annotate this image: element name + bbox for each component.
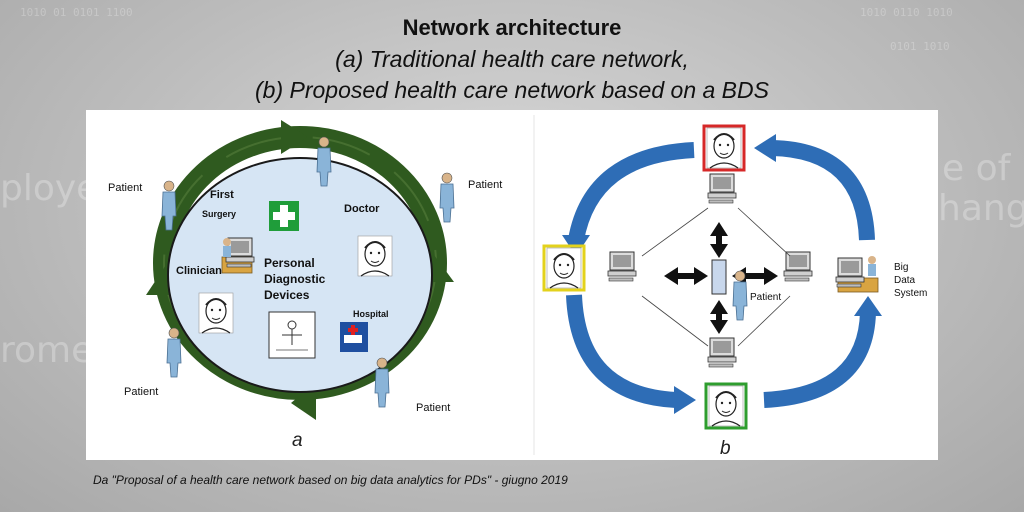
connector-line <box>737 207 791 257</box>
double-arrow <box>664 267 708 285</box>
patient-icon <box>439 172 455 223</box>
flow-arrow <box>568 142 695 242</box>
first-surgery-label: Surgery <box>202 209 236 219</box>
flow-arrow-head <box>674 386 696 414</box>
first-surgery-label: First <box>210 189 234 201</box>
patient-frame-green <box>704 382 748 430</box>
subtitle-a: (a) Traditional health care network, <box>335 46 689 72</box>
source-caption: Da "Proposal of a health care network ba… <box>93 473 568 487</box>
personal-devices-label: Diagnostic <box>264 272 326 286</box>
double-arrow <box>710 222 728 258</box>
computer-icon <box>707 337 737 368</box>
patient-portrait-icon <box>706 127 742 169</box>
background-word: ploye <box>0 168 99 209</box>
background-binary: 1010 01 0101 1100 <box>20 6 133 19</box>
big-data-label: System <box>894 288 927 299</box>
page-title: Network architecture <box>402 15 622 40</box>
hospital-icon <box>340 322 368 352</box>
doctor-portrait-icon <box>357 235 393 277</box>
patient-label: Patient <box>468 179 502 191</box>
ring-arrowhead <box>281 120 308 154</box>
flow-arrow <box>771 140 875 241</box>
clinician-portrait-icon <box>198 292 234 334</box>
patient-label: Patient <box>108 182 142 194</box>
patient-portrait-icon <box>708 385 744 427</box>
double-arrow <box>710 300 728 334</box>
personal-devices-label: Personal <box>264 256 315 270</box>
figure-panel: Patient Patient Patient Patient First Su… <box>86 110 938 460</box>
flow-arrow <box>763 311 876 408</box>
clinician-workstation-icon <box>221 237 255 274</box>
doctor-label: Doctor <box>344 203 380 215</box>
computer-icon <box>607 251 637 282</box>
background-word: hange <box>938 188 1024 229</box>
title-block: Network architecture (a) Traditional hea… <box>0 12 1024 106</box>
connector-line <box>737 295 791 347</box>
patient-portrait-icon <box>546 247 582 289</box>
background-word: e of <box>942 148 1011 189</box>
central-hub-icon <box>711 259 727 295</box>
flow-arrow <box>566 294 677 408</box>
flow-arrow-head <box>854 296 882 316</box>
big-data-system-icon <box>835 256 879 293</box>
flow-arrow-head <box>754 134 776 162</box>
clinician-label: Clinician <box>176 265 222 277</box>
background-binary: 1010 0110 1010 <box>860 6 953 19</box>
connector-line <box>641 295 709 347</box>
big-data-label: Data <box>894 275 916 286</box>
diagnostic-device-icon <box>268 311 316 359</box>
big-data-label: Big <box>894 262 908 273</box>
hospital-label: Hospital <box>353 309 389 319</box>
figure-svg: Patient Patient Patient Patient First Su… <box>108 115 927 459</box>
medical-cross-icon <box>273 212 295 220</box>
diagram-a: Patient Patient Patient Patient First Su… <box>108 120 502 451</box>
patient-label-b: Patient <box>750 292 781 303</box>
patient-frame-yellow <box>542 244 586 292</box>
panel-letter-b: b <box>720 438 731 459</box>
background-word: rome <box>0 330 94 371</box>
background-binary: 0101 1010 <box>890 40 950 53</box>
computer-icon <box>783 251 813 282</box>
patient-frame-red <box>702 124 746 172</box>
connector-line <box>641 207 709 257</box>
panel-letter-a: a <box>292 430 303 451</box>
patient-label: Patient <box>416 402 450 414</box>
diagram-b: Patient Big Data System b <box>542 124 927 459</box>
personal-devices-label: Devices <box>264 288 310 302</box>
subtitle-b: (b) Proposed health care network based o… <box>255 77 769 103</box>
computer-icon <box>707 173 737 204</box>
patient-label: Patient <box>124 386 158 398</box>
